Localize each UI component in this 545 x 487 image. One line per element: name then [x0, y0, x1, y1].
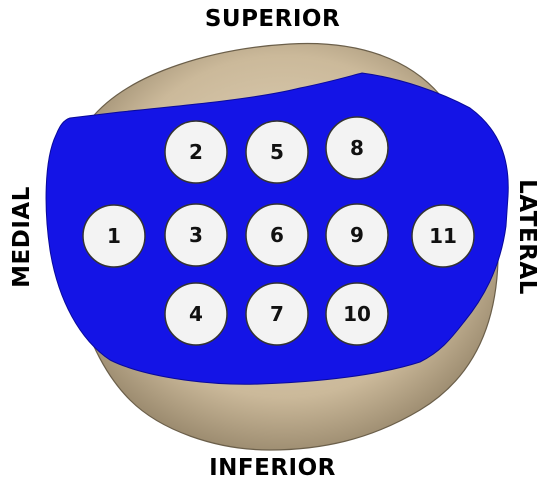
zone-11: 11: [412, 205, 474, 267]
zone-10: 10: [326, 283, 388, 345]
svg-text:11: 11: [429, 224, 457, 248]
svg-text:3: 3: [189, 223, 203, 247]
svg-text:8: 8: [350, 136, 364, 160]
svg-text:6: 6: [270, 223, 284, 247]
svg-text:1: 1: [107, 224, 121, 248]
zone-8: 8: [326, 117, 388, 179]
label-lateral: LATERAL: [514, 179, 540, 295]
svg-text:4: 4: [189, 302, 203, 326]
label-inferior: INFERIOR: [0, 455, 545, 481]
zone-6: 6: [246, 204, 308, 266]
svg-text:2: 2: [189, 140, 203, 164]
zone-3: 3: [165, 204, 227, 266]
zone-2: 2: [165, 121, 227, 183]
svg-text:10: 10: [343, 302, 371, 326]
svg-text:9: 9: [350, 223, 364, 247]
label-medial: MEDIAL: [9, 186, 35, 288]
svg-text:5: 5: [270, 140, 284, 164]
zone-7: 7: [246, 283, 308, 345]
zone-1: 1: [83, 205, 145, 267]
zone-5: 5: [246, 121, 308, 183]
svg-text:7: 7: [270, 302, 284, 326]
label-superior: SUPERIOR: [0, 6, 545, 32]
zone-4: 4: [165, 283, 227, 345]
zone-9: 9: [326, 204, 388, 266]
